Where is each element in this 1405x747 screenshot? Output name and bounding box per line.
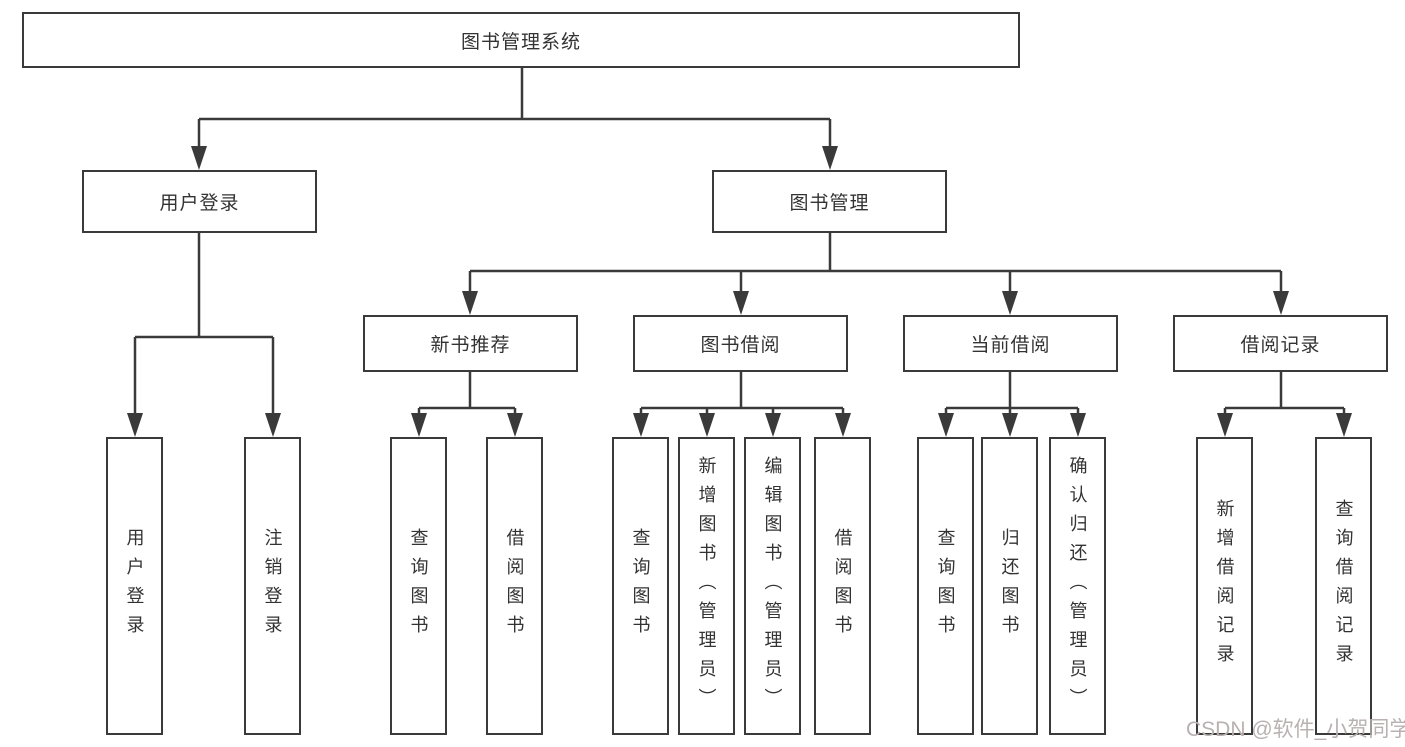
leaf-label: 查询图书 [408, 528, 429, 644]
node-borrowing-records: 借阅记录 [1173, 315, 1388, 372]
node-label: 图书借阅 [700, 335, 781, 356]
leaf-confirm-return-admin: 确认归还（管理员） [1049, 437, 1106, 735]
node-label: 借阅记录 [1240, 335, 1321, 356]
node-label: 图书管理 [789, 193, 870, 214]
leaf-add-borrow-record: 新增借阅记录 [1196, 437, 1253, 735]
leaf-label: 用户登录 [124, 528, 145, 644]
leaf-label: 新增借阅记录 [1214, 499, 1235, 673]
csdn-watermark: CSDN @软件_小贺同学 [1186, 718, 1405, 741]
node-label: 新书推荐 [430, 335, 511, 356]
leaf-query-borrow-record: 查询借阅记录 [1315, 437, 1372, 735]
leaf-add-book-admin: 新增图书（管理员） [678, 437, 735, 735]
leaf-query-books-1: 查询图书 [390, 437, 447, 735]
node-user-login: 用户登录 [82, 170, 317, 233]
leaf-label: 查询图书 [935, 528, 956, 644]
leaf-user-login: 用户登录 [106, 437, 163, 735]
node-label: 当前借阅 [970, 335, 1051, 356]
leaf-logout: 注销登录 [244, 437, 301, 735]
leaf-label: 借阅图书 [832, 528, 853, 644]
node-label: 用户登录 [159, 193, 240, 214]
node-book-borrowing: 图书借阅 [633, 315, 848, 372]
leaf-label: 归还图书 [999, 528, 1020, 644]
leaf-label: 确认归还（管理员） [1067, 455, 1088, 717]
leaf-query-books-2: 查询图书 [612, 437, 669, 735]
leaf-label: 新增图书（管理员） [696, 455, 717, 717]
node-current-borrowing: 当前借阅 [903, 315, 1118, 372]
leaf-return-books: 归还图书 [981, 437, 1038, 735]
leaf-label: 查询图书 [630, 528, 651, 644]
leaf-query-books-3: 查询图书 [917, 437, 974, 735]
node-library-management-system: 图书管理系统 [22, 12, 1020, 68]
leaf-borrow-books-2: 借阅图书 [814, 437, 871, 735]
node-label: 图书管理系统 [460, 31, 581, 53]
leaf-label: 查询借阅记录 [1333, 499, 1354, 673]
leaf-borrow-books-1: 借阅图书 [486, 437, 543, 735]
leaf-label: 编辑图书（管理员） [762, 455, 783, 717]
leaf-label: 注销登录 [262, 528, 283, 644]
leaf-label: 借阅图书 [504, 528, 525, 644]
node-book-management: 图书管理 [712, 170, 947, 233]
leaf-edit-book-admin: 编辑图书（管理员） [744, 437, 801, 735]
node-new-book-recommendation: 新书推荐 [363, 315, 578, 372]
